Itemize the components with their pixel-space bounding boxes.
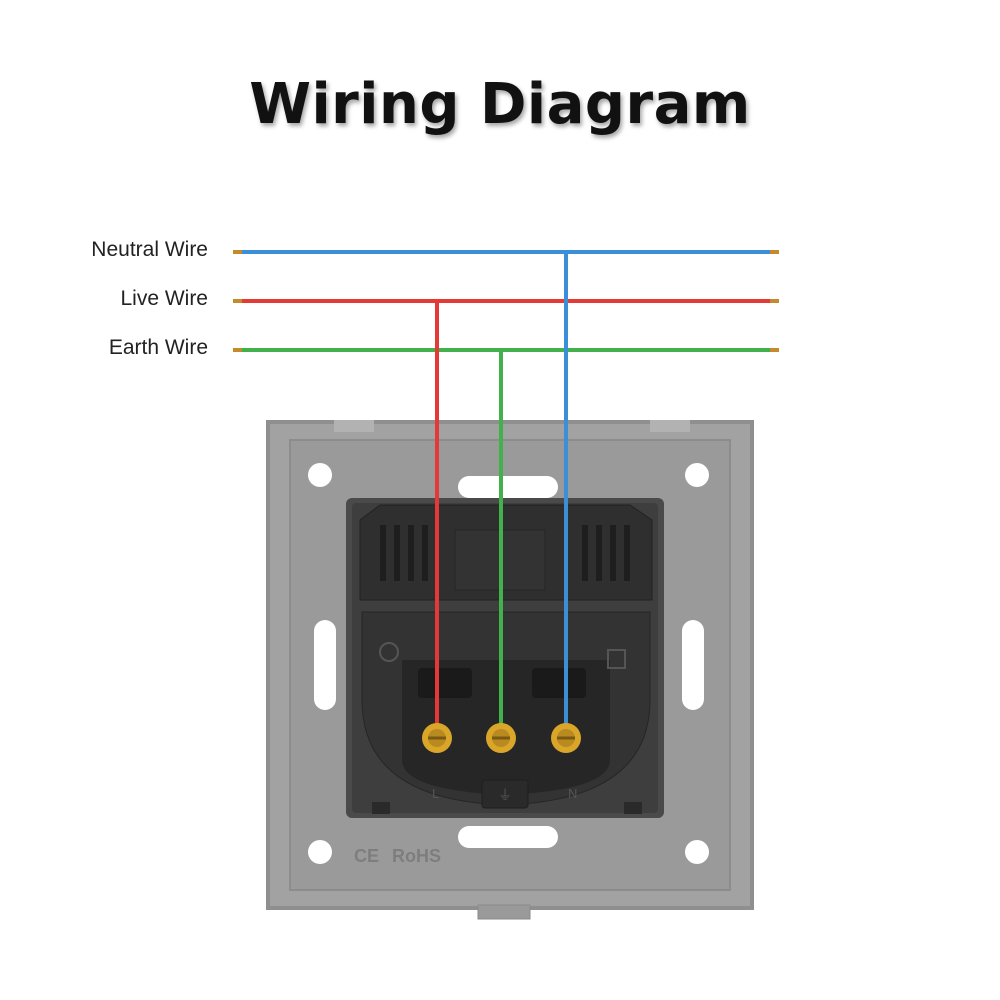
socket-module: L ⏚ N [346, 498, 664, 818]
ce-mark: CE [354, 846, 379, 866]
mount-hole-bottom-left [308, 840, 332, 864]
earth-wire-label: Earth Wire [108, 336, 208, 359]
mains-wires [233, 250, 779, 352]
live-terminal-screw [422, 723, 452, 753]
page-title: Wiring Diagram [249, 72, 751, 137]
drop-wires [435, 252, 568, 738]
terminal-letter-live: L [432, 786, 439, 801]
live-wire-label: Live Wire [120, 287, 208, 310]
terminal-letter-earth: ⏚ [498, 788, 512, 804]
earth-terminal-screw [486, 723, 516, 753]
mount-hole-top-right [685, 463, 709, 487]
terminals [422, 723, 581, 753]
neutral-terminal-screw [551, 723, 581, 753]
mount-hole-top-left [308, 463, 332, 487]
terminal-letter-neutral: N [568, 786, 577, 801]
neutral-wire-label: Neutral Wire [91, 238, 208, 261]
mount-hole-bottom-right [685, 840, 709, 864]
rohs-mark: RoHS [392, 846, 441, 866]
